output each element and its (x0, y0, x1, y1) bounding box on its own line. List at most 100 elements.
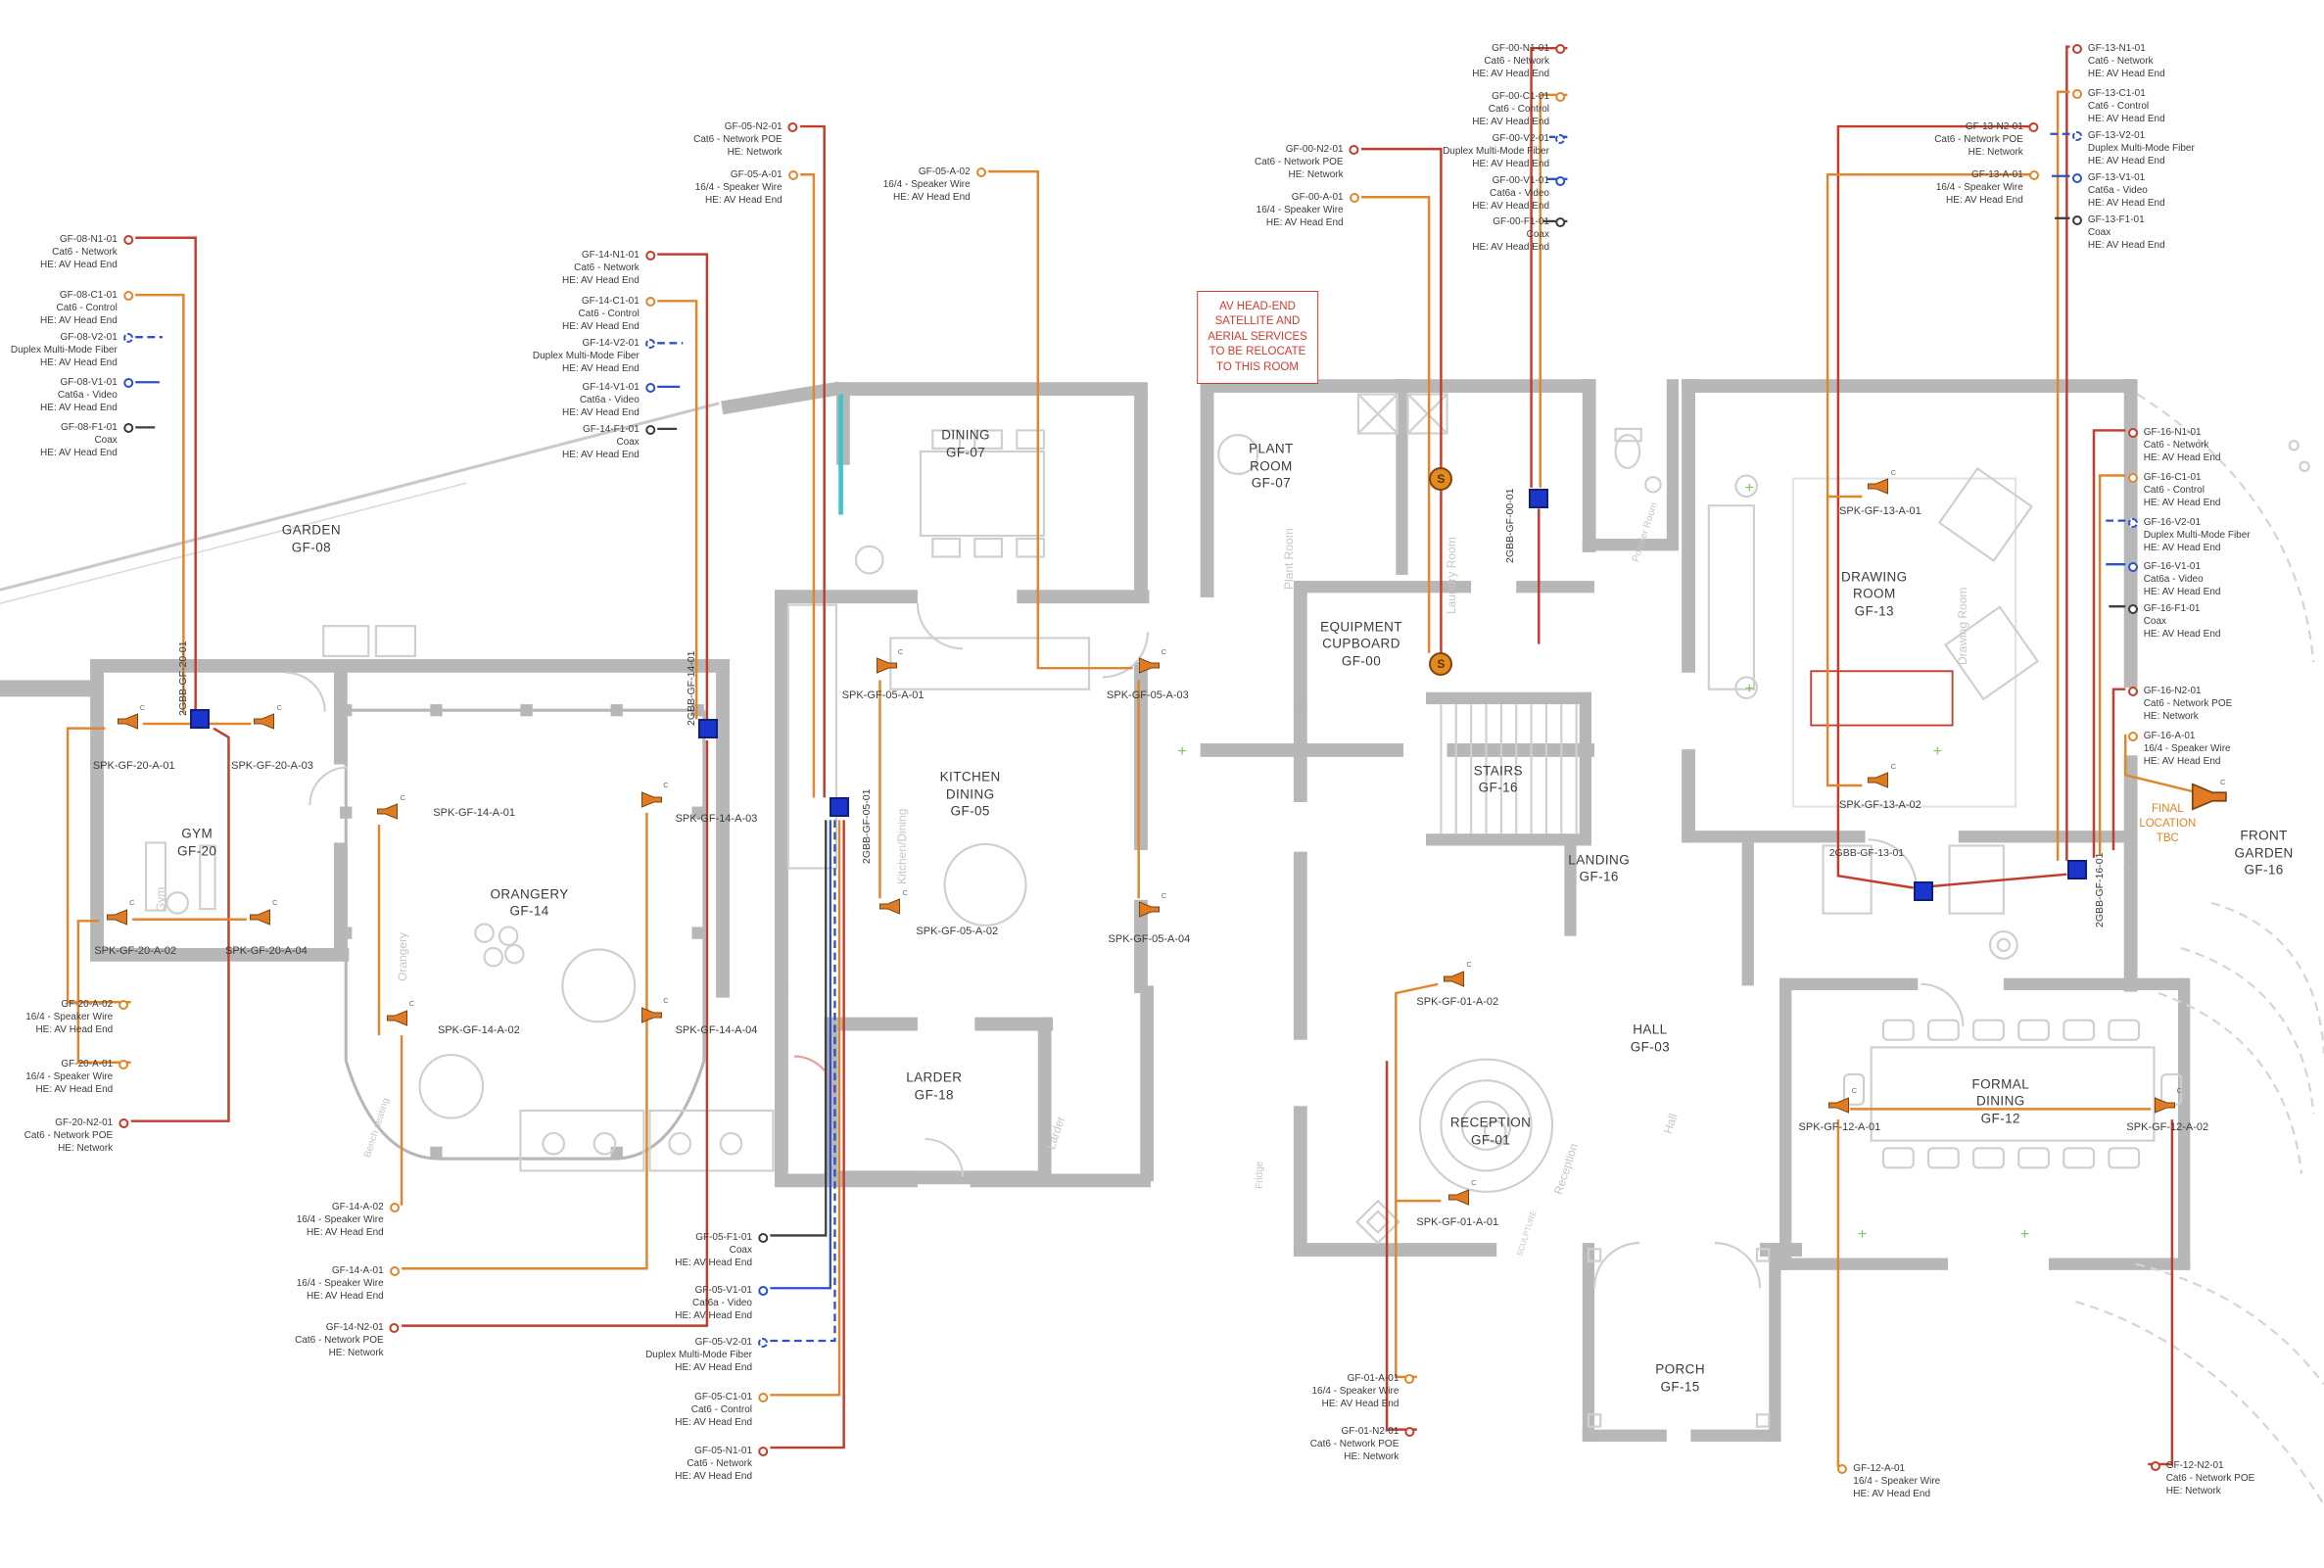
callout-id: GF-12-N2-01 (2165, 1460, 2224, 1472)
room-watermark: Orangery (395, 931, 409, 981)
callout-destination: HE: AV Head End (675, 1257, 752, 1268)
callout-destination: HE: AV Head End (562, 363, 640, 375)
light-marker: + (1744, 680, 1754, 697)
drawing-room-red-table (1810, 670, 1954, 727)
keypad-label-2gbb-gf-14-01: 2GBB-GF-14-01 (686, 650, 698, 726)
room-watermark: Bench seating (362, 1096, 393, 1160)
callout-id: GF-05-V2-01 (694, 1337, 752, 1349)
callout-connector-ring (389, 1323, 400, 1333)
callout-connector-ring (2127, 518, 2138, 528)
note-line: AV HEAD-END (1219, 300, 1296, 312)
callout-cable-type: Cat6 - Network POE (2165, 1473, 2255, 1485)
callout-cable-type: Coax (1526, 228, 1549, 240)
callout-connector-ring (644, 250, 655, 261)
callout-cable-type: Duplex Multi-Mode Fiber (2143, 530, 2251, 541)
callout-id: GF-13-N2-01 (1965, 120, 2023, 132)
speaker-label: SPK-GF-14-A-04 (675, 1024, 758, 1037)
callout-cable-type: Duplex Multi-Mode Fiber (10, 345, 118, 356)
speaker-label: SPK-GF-20-A-01 (92, 759, 175, 772)
callout-destination: HE: AV Head End (675, 1471, 752, 1482)
callout-cable-type: Cat6a - Video (579, 394, 640, 405)
callout-cable-type: Cat6 - Control (2087, 101, 2150, 113)
callout-cable-type: Cat6 - Network (1484, 56, 1549, 67)
speaker-label: SPK-GF-05-A-04 (1108, 932, 1191, 945)
callout-id: GF-00-F1-01 (1493, 215, 1549, 227)
note-line: TO BE RELOCATE (1209, 346, 1306, 358)
speaker-icon-final-location (2189, 783, 2228, 816)
callout-destination: HE: AV Head End (306, 1227, 384, 1239)
callout-destination: HE: Network (58, 1143, 114, 1155)
callout-id: GF-00-V1-01 (1492, 175, 1549, 187)
callout-cable-type: Cat6a - Video (1490, 188, 1549, 200)
callout-id: GF-01-A-01 (1347, 1373, 1399, 1385)
speaker-channel-letter: C (902, 887, 909, 897)
callout-destination: HE: AV Head End (40, 315, 118, 326)
speaker-channel-letter: C (2176, 1086, 2182, 1096)
callout-id: GF-14-F1-01 (583, 423, 640, 435)
callout-connector-ring (122, 291, 133, 301)
callout-cable-type: Cat6 - Network POE (295, 1335, 384, 1346)
callout-destination: HE: AV Head End (2087, 156, 2165, 167)
callout-destination: HE: Network (328, 1348, 384, 1358)
callout-destination: HE: AV Head End (562, 321, 640, 333)
speaker-channel-letter: C (1851, 1086, 1858, 1096)
room-label-line: STAIRS (1473, 763, 1523, 779)
callout-cable-type: Duplex Multi-Mode Fiber (532, 351, 640, 362)
callout-cable-type: Cat6 - Network POE (1934, 133, 2023, 145)
callout-cable-type: Cat6 - Network (2143, 439, 2209, 451)
callout-connector-ring (758, 1338, 768, 1349)
callout-connector-ring (758, 1232, 768, 1243)
callout-cable-type: Cat6 - Network POE (1309, 1439, 1399, 1449)
room-watermark: Powder Room (1630, 500, 1660, 563)
callout-id: GF-20-A-01 (61, 1059, 114, 1070)
room-label-line: KITCHEN (939, 769, 1001, 784)
room-label-line: LARDER (906, 1069, 963, 1085)
callout-cable-type: Cat6 - Control (690, 1403, 752, 1415)
keypad-2gbb-gf-00-01 (1529, 488, 1549, 508)
callout-connector-ring (1404, 1427, 1415, 1437)
callout-destination: HE: AV Head End (2087, 114, 2165, 125)
speaker-icon-spk-gf-14-a-01 (377, 803, 400, 825)
speaker-label: SPK-GF-14-A-02 (438, 1024, 520, 1037)
speaker-label: SPK-GF-20-A-03 (231, 759, 313, 772)
callout-connector-ring (787, 121, 798, 132)
callout-id: GF-20-A-02 (61, 998, 114, 1010)
callout-connector-ring (122, 235, 133, 246)
callout-connector-ring (2127, 732, 2138, 742)
room-label-line: GF-00 (1341, 653, 1382, 669)
callout-destination: HE: AV Head End (675, 1416, 752, 1428)
callout-connector-ring (787, 170, 798, 181)
callout-connector-ring (1555, 176, 1565, 187)
garden-boundary-lines (0, 381, 841, 604)
callout-id: GF-13-V2-01 (2087, 130, 2146, 142)
callout-connector-ring (119, 1060, 129, 1070)
speaker-icon-spk-gf-20-a-04 (249, 909, 271, 930)
callout-cable-type: Cat6 - Control (1488, 104, 1549, 116)
speaker-icon-spk-gf-05-a-01 (875, 657, 897, 679)
callout-destination: HE: AV Head End (1472, 241, 1549, 253)
